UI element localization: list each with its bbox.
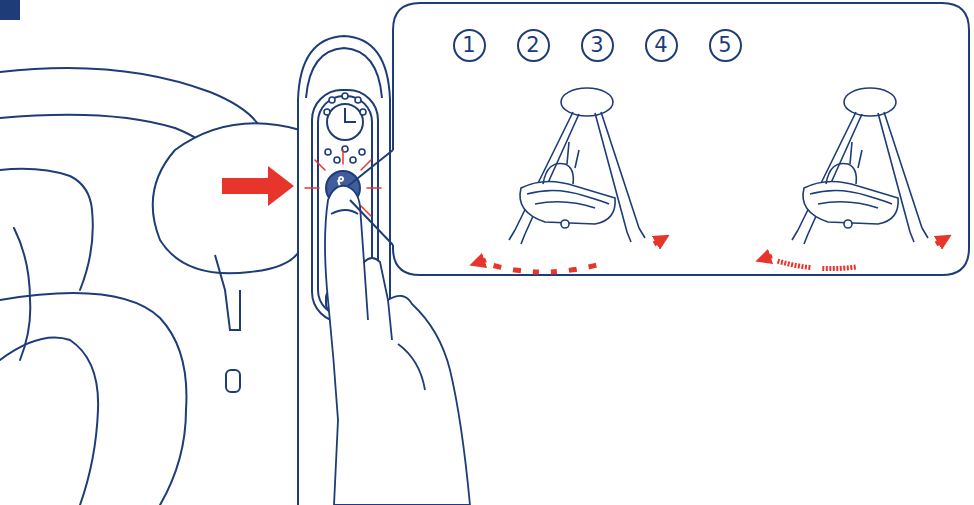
button-glow-part (367, 187, 381, 189)
speed-number: 1 (462, 35, 475, 56)
speed-number-circle: 4 (645, 29, 678, 62)
control-panel-part-part (360, 109, 366, 115)
fast-motion-arc (768, 240, 942, 269)
motor-housing-part (153, 123, 300, 273)
motor-housing-part (215, 255, 240, 330)
control-panel-part (345, 108, 356, 122)
control-panel-part-part (329, 97, 335, 103)
speed-number: 4 (654, 35, 667, 56)
corner-tab (0, 0, 20, 20)
speed-number: 2 (526, 35, 539, 56)
slow-arrow-left (480, 260, 486, 262)
swing-frame-part (0, 338, 98, 505)
control-panel-part (324, 93, 366, 163)
swing-fast (792, 88, 928, 244)
hand-part (398, 344, 425, 390)
slow-motion-arc (482, 240, 660, 272)
speed-number-circle: 5 (709, 29, 742, 62)
control-panel-part-part (359, 149, 365, 155)
swing-frame-part (14, 228, 30, 360)
button-glow-part (342, 150, 344, 164)
hand-part (325, 186, 470, 505)
swing-slow (509, 88, 645, 244)
corner-tab-shape (0, 0, 20, 20)
control-panel-part-part (355, 97, 361, 103)
callout-box-part (348, 150, 393, 245)
control-panel-part-part (334, 157, 340, 163)
swing-frame-part (0, 293, 186, 505)
hand (325, 186, 470, 505)
motor-housing (153, 123, 300, 392)
button-glow-part (315, 160, 325, 170)
speed-number-circle: 2 (517, 29, 550, 62)
fast-arrow-left (766, 256, 772, 258)
callout-box (348, 3, 969, 275)
slow-arrow-right (654, 241, 660, 245)
swing-frame-part (0, 68, 262, 130)
speed-number-circle: 3 (581, 29, 614, 62)
callout-box-part (393, 3, 969, 275)
speed-number: 3 (590, 35, 603, 56)
speed-number-circle: 1 (453, 29, 486, 62)
motor-housing-part (226, 370, 240, 392)
control-panel-part-part (350, 157, 356, 163)
red-arrow-shape (222, 166, 294, 206)
hand-part (364, 262, 392, 340)
control-panel-part-part (325, 149, 331, 155)
control-panel-part (327, 104, 363, 140)
control-panel-part-part (324, 109, 330, 115)
button-glow-part (305, 187, 319, 189)
control-panel-part-part (342, 93, 348, 99)
hand-part (331, 210, 358, 214)
red-arrow (222, 166, 294, 206)
swing-motion-arrows (480, 240, 942, 272)
fast-arrow-right (936, 241, 942, 245)
speed-number: 5 (718, 35, 731, 56)
